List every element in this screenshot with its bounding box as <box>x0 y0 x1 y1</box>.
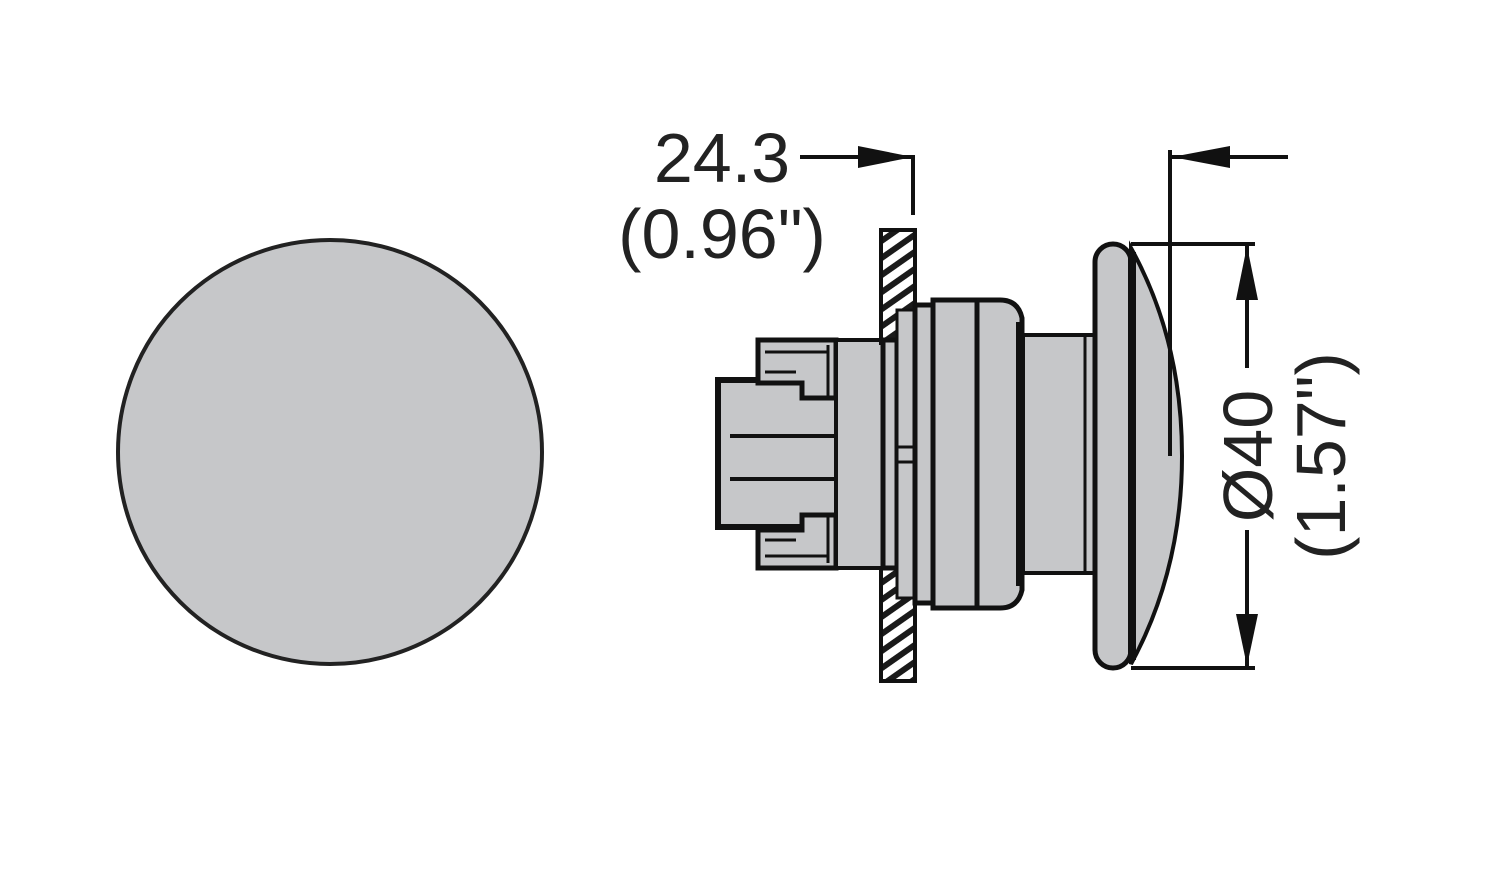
depth-mm-label: 24.3 <box>654 119 790 197</box>
button-face-circle <box>116 238 544 666</box>
mounting-rings <box>880 302 936 606</box>
diameter-mm-label: Ø40 <box>1209 390 1287 522</box>
side-view <box>715 228 1185 683</box>
depth-dimension: 24.3 (0.96") <box>618 119 915 273</box>
depth-inch-label: (0.96") <box>618 195 826 273</box>
front-view <box>116 238 544 666</box>
diameter-dimension: Ø40 (1.57") <box>1131 242 1360 670</box>
head-offset-dimension <box>1168 146 1288 456</box>
button-stem <box>1021 333 1097 575</box>
diameter-inch-label: (1.57") <box>1282 352 1360 560</box>
bezel-ring <box>930 297 1025 611</box>
rear-body <box>715 337 886 571</box>
